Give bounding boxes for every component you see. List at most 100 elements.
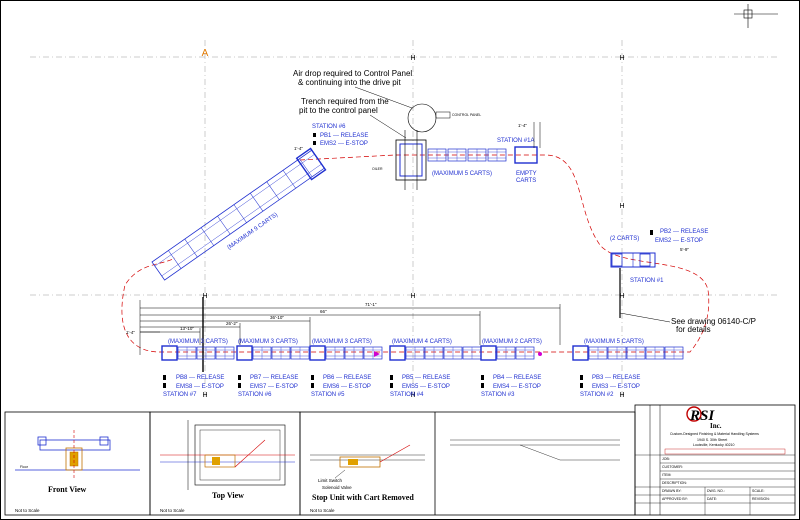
lower-station-7: (MAXIMUM 3 CARTS) PB8 --- RELEASE EMS8 -… [161,339,235,398]
notes: Air drop required to Control Panel & con… [293,69,756,334]
lower-station-3: (MAXIMUM 2 CARTS) PB4 --- RELEASE EMS4 -… [480,339,542,398]
dim-66: 66" [320,309,327,314]
lower-ems-6: EMS7 --- E-STOP [250,384,298,390]
company-name: RSI [689,408,715,424]
grid-lines [30,40,780,400]
lower-pb-2: PB3 --- RELEASE [592,375,640,381]
lower-station-5: (MAXIMUM 3 CARTS) PB6 --- RELEASE EMS6 -… [309,339,383,398]
grid-marker-top-left: A [202,48,209,59]
field-description: DESCRIPTION: [662,481,687,485]
lower-pb-4: PB5 --- RELEASE [402,375,450,381]
grid-marker-mid-left: H [202,293,207,300]
lower-ems-7: EMS8 --- E-STOP [176,384,224,390]
field-customer: CUSTOMER: [662,465,683,469]
top-dim-label: 1'-4" [518,123,527,128]
title-block-field-labels: JOB: CUSTOMER: ITEM: DESCRIPTION: DRAWN … [662,457,770,501]
lower-stations: (MAXIMUM 3 CARTS) PB8 --- RELEASE EMS8 -… [161,339,684,398]
lower-capacity-7: (MAXIMUM 3 CARTS) [168,339,228,345]
limit-switch-callout: Limit Switch [318,478,343,483]
stop-unit-scale: Not to Scale [310,508,335,513]
top-view-scale: Not to Scale [160,508,185,513]
station1-ems-label: EMS2 --- E-STOP [655,238,703,244]
oiler-label: OILER [372,167,383,171]
lower-ems-2: EMS3 --- E-STOP [592,384,640,390]
lower-capacity-3: (MAXIMUM 2 CARTS) [482,339,542,345]
control-panel-label: CONTROL PANEL [452,113,481,117]
lower-station-6: (MAXIMUM 3 CARTS) PB7 --- RELEASE EMS7 -… [236,339,310,398]
lower-ems-5: EMS6 --- E-STOP [323,384,371,390]
dim-13: 13'-10" [180,326,194,331]
front-view-title: Front View [48,485,87,494]
grid-marker-mid-mid: H [410,293,415,300]
top-capacity-label: (MAXIMUM 5 CARTS) [432,171,492,177]
station-1: (2 CARTS) PB2 --- RELEASE EMS2 --- E-STO… [610,229,708,318]
conveyor-path [121,154,710,353]
lower-station-2-label: STATION #2 [580,392,614,398]
grid-marker-upper-right: H [619,203,624,210]
field-dwg-no: DWG. NO.: [707,489,725,493]
grid-marker-top-mid: H [410,55,415,62]
front-view-drawing: Floor [15,430,140,478]
dimension-lines [139,300,561,355]
station1-dim-label: 5'-9" [680,247,689,252]
field-scale: SCALE: [752,489,764,493]
upper-station-labels: STATION #6 PB1 --- RELEASE EMS2 --- E-ST… [294,124,368,151]
front-view-scale: Not to Scale [15,508,40,513]
rsi-logo-icon [686,406,702,422]
grid-marker-mid-right: H [619,293,624,300]
grid-markers: A H H H H H H H H H [202,48,625,399]
lower-pb-3: PB4 --- RELEASE [493,375,541,381]
lower-station-7-label: STATION #7 [163,392,197,398]
field-approved-by: APPROVED BY: [662,497,688,501]
trench-note-line2: pit to the control panel [299,106,378,115]
solenoid-valve-callout: Solenoid Valve [322,485,352,490]
stop-unit-title: Stop Unit with Cart Removed [312,493,414,502]
top-station-label: STATION #1A [497,138,534,144]
svg-text:Floor: Floor [20,465,29,469]
grid-marker-low-right: H [619,392,624,399]
company-tagline: Custom-Designed Finishing & Material Han… [670,432,759,436]
dim-1-4: 1'-4" [126,330,135,335]
dim-71: 71'-1" [365,302,377,307]
lower-station-5-label: STATION #5 [311,392,345,398]
lower-pb-5: PB6 --- RELEASE [323,375,371,381]
empty-carts-line2: CARTS [516,178,536,184]
upper-pb-label: PB1 --- RELEASE [320,133,368,139]
field-item: ITEM: [662,473,671,477]
lower-capacity-2: (MAXIMUM 5 CARTS) [584,339,644,345]
top-view-title: Top View [212,491,244,500]
detail-panels: Floor Front View Not to Scale Top View N… [4,411,636,516]
lower-station-6-label: STATION #6 [238,392,272,398]
dim-36: 36'-10" [270,315,284,320]
see-drawing-note-line1: See drawing 06140-C/P [671,317,756,326]
lower-ems-4: EMS5 --- E-STOP [402,384,450,390]
station1-capacity-label: (2 CARTS) [610,236,639,242]
trench-note-line1: Trench required from the [301,97,389,106]
lower-capacity-5: (MAXIMUM 3 CARTS) [312,339,372,345]
company-address-1: 1940 S. 30th Street [697,438,727,442]
dimension-labels: 71'-1" 66" 36'-10" 26'-2" 13'-10" 1'-4" [126,302,377,335]
lower-capacity-4: (MAXIMUM 4 CARTS) [392,339,452,345]
company-address-2: Louisville, Kentucky 40210 [693,443,734,447]
top-conveyor: (MAXIMUM 5 CARTS) STATION #1A 1'-4" EMPT… [427,122,541,184]
company-suffix: Inc. [710,422,722,430]
lower-pb-7: PB8 --- RELEASE [176,375,224,381]
dim-26: 26'-2" [226,321,238,326]
field-drawn-by: DRAWN BY: [662,489,682,493]
crosshair-icon [734,4,778,28]
empty-carts-line1: EMPTY [516,171,537,177]
see-drawing-note-line2: for details [676,325,711,334]
title-block: RSI Inc. Custom-Designed Finishing & Mat… [634,404,796,516]
upper-ems-label: EMS2 --- E-STOP [320,141,368,147]
grid-marker-low-mid: H [410,392,415,399]
field-revision: REVISION: [752,497,770,501]
station1-label: STATION #1 [630,278,664,284]
lower-station-4-label: STATION #4 [390,392,424,398]
lower-station-4: (MAXIMUM 4 CARTS) PB5 --- RELEASE EMS5 -… [389,339,482,398]
grid-marker-top-right: H [619,55,624,62]
air-drop-note-line1: Air drop required to Control Panel [293,69,412,78]
lower-pb-6: PB7 --- RELEASE [250,375,298,381]
station1-pb-label: PB2 --- RELEASE [660,229,708,235]
field-job: JOB: [662,457,670,461]
